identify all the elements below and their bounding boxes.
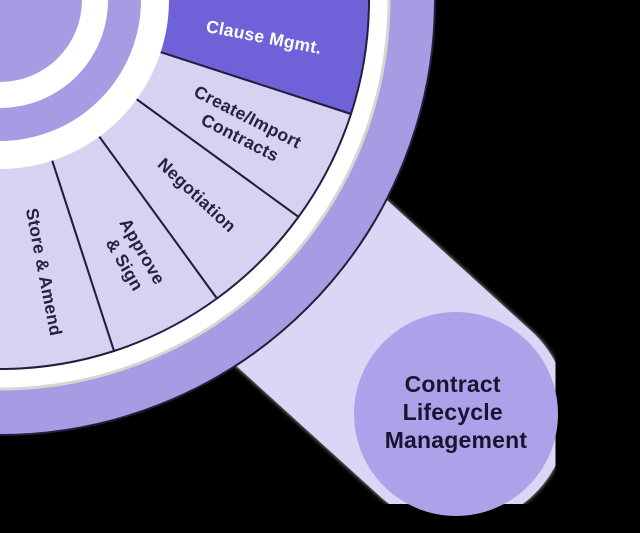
clm-node-label-line: Contract <box>405 371 501 397</box>
hub-core <box>0 0 82 82</box>
clm-node: Contract Lifecycle Management <box>354 312 558 516</box>
lifecycle-wheel: Clause Mgmt. Create/Import Contracts Neg… <box>0 0 436 436</box>
clm-node-label: Contract Lifecycle Management <box>385 371 528 453</box>
clm-node-circle <box>354 312 558 516</box>
clm-node-label-line: Management <box>385 427 528 453</box>
clm-node-label-line: Lifecycle <box>403 399 503 425</box>
